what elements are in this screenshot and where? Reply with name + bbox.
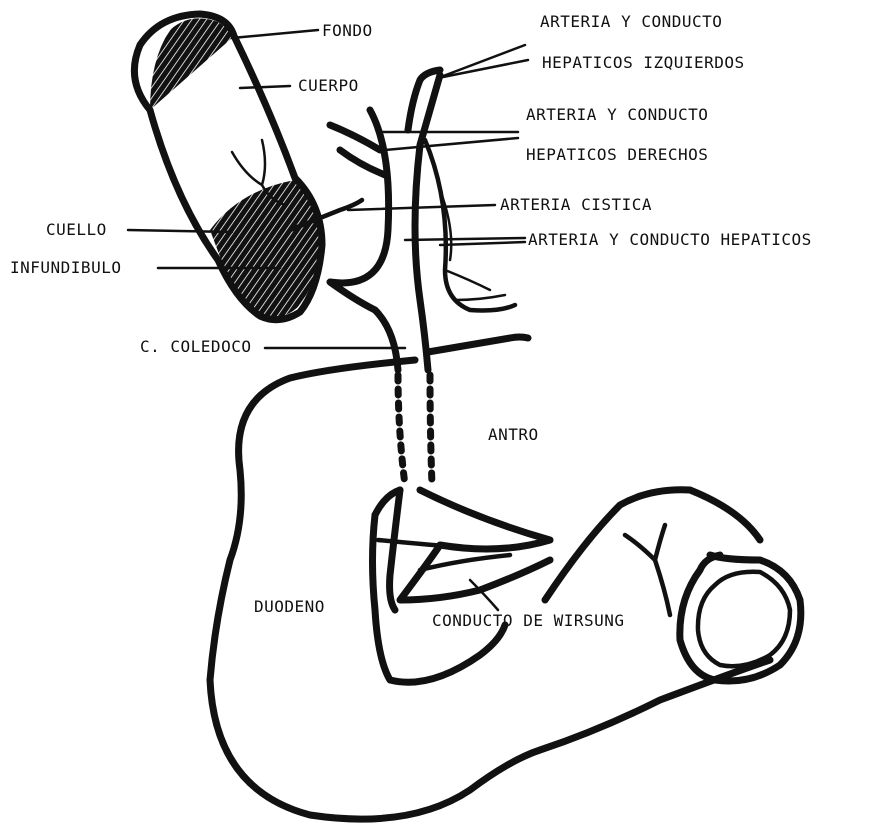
leader-hep-der <box>380 132 518 150</box>
duodenum-tube-top <box>690 490 760 540</box>
common-bile-duct-right-wall <box>415 75 440 370</box>
duodenum-lumen-inner <box>698 572 790 666</box>
hepatic-artery <box>425 140 515 310</box>
papilla-opening <box>390 490 400 610</box>
label-cuello: CUELLO <box>46 220 107 239</box>
label-cuerpo: CUERPO <box>298 76 359 95</box>
label-infundibulo: INFUNDIBULO <box>10 258 121 277</box>
pancreatic-duct <box>378 490 550 610</box>
label-duodeno: DUODENO <box>254 597 325 616</box>
intraduodenal-bile-duct <box>398 375 432 485</box>
leader-hep-izq <box>438 45 528 78</box>
duct-to-duodenum-edge <box>428 337 528 352</box>
label-hep-der-line1: ARTERIA Y CONDUCTO <box>526 105 708 124</box>
duodenum-vessel-mark <box>625 525 670 615</box>
leader-cistica <box>348 205 495 210</box>
dashed-duct-right <box>430 375 432 485</box>
gallbladder <box>134 14 362 320</box>
leader-fondo <box>232 30 318 38</box>
label-fondo: FONDO <box>322 21 373 40</box>
label-wirsung: CONDUCTO DE WIRSUNG <box>432 611 625 630</box>
label-hep-izq-line2: HEPATICOS IZQUIERDOS <box>542 53 745 72</box>
label-cistica: ARTERIA CISTICA <box>500 195 652 214</box>
label-coledoco: C. COLEDOCO <box>140 337 251 356</box>
label-hepaticos: ARTERIA Y CONDUCTO HEPATICOS <box>528 230 812 249</box>
leader-cuerpo <box>240 86 290 88</box>
label-hep-izq-line1: ARTERIA Y CONDUCTO <box>540 12 722 31</box>
label-antro: ANTRO <box>488 425 539 444</box>
bile-ducts <box>330 70 528 370</box>
leader-hepaticos <box>405 238 525 245</box>
dashed-duct-left <box>398 375 405 485</box>
gallbladder-fundus-shading <box>150 18 232 110</box>
label-hep-der-line2: HEPATICOS DERECHOS <box>526 145 708 164</box>
gallbladder-infundibulum-shading <box>210 180 320 318</box>
pancreatic-inner-lines <box>378 540 510 570</box>
